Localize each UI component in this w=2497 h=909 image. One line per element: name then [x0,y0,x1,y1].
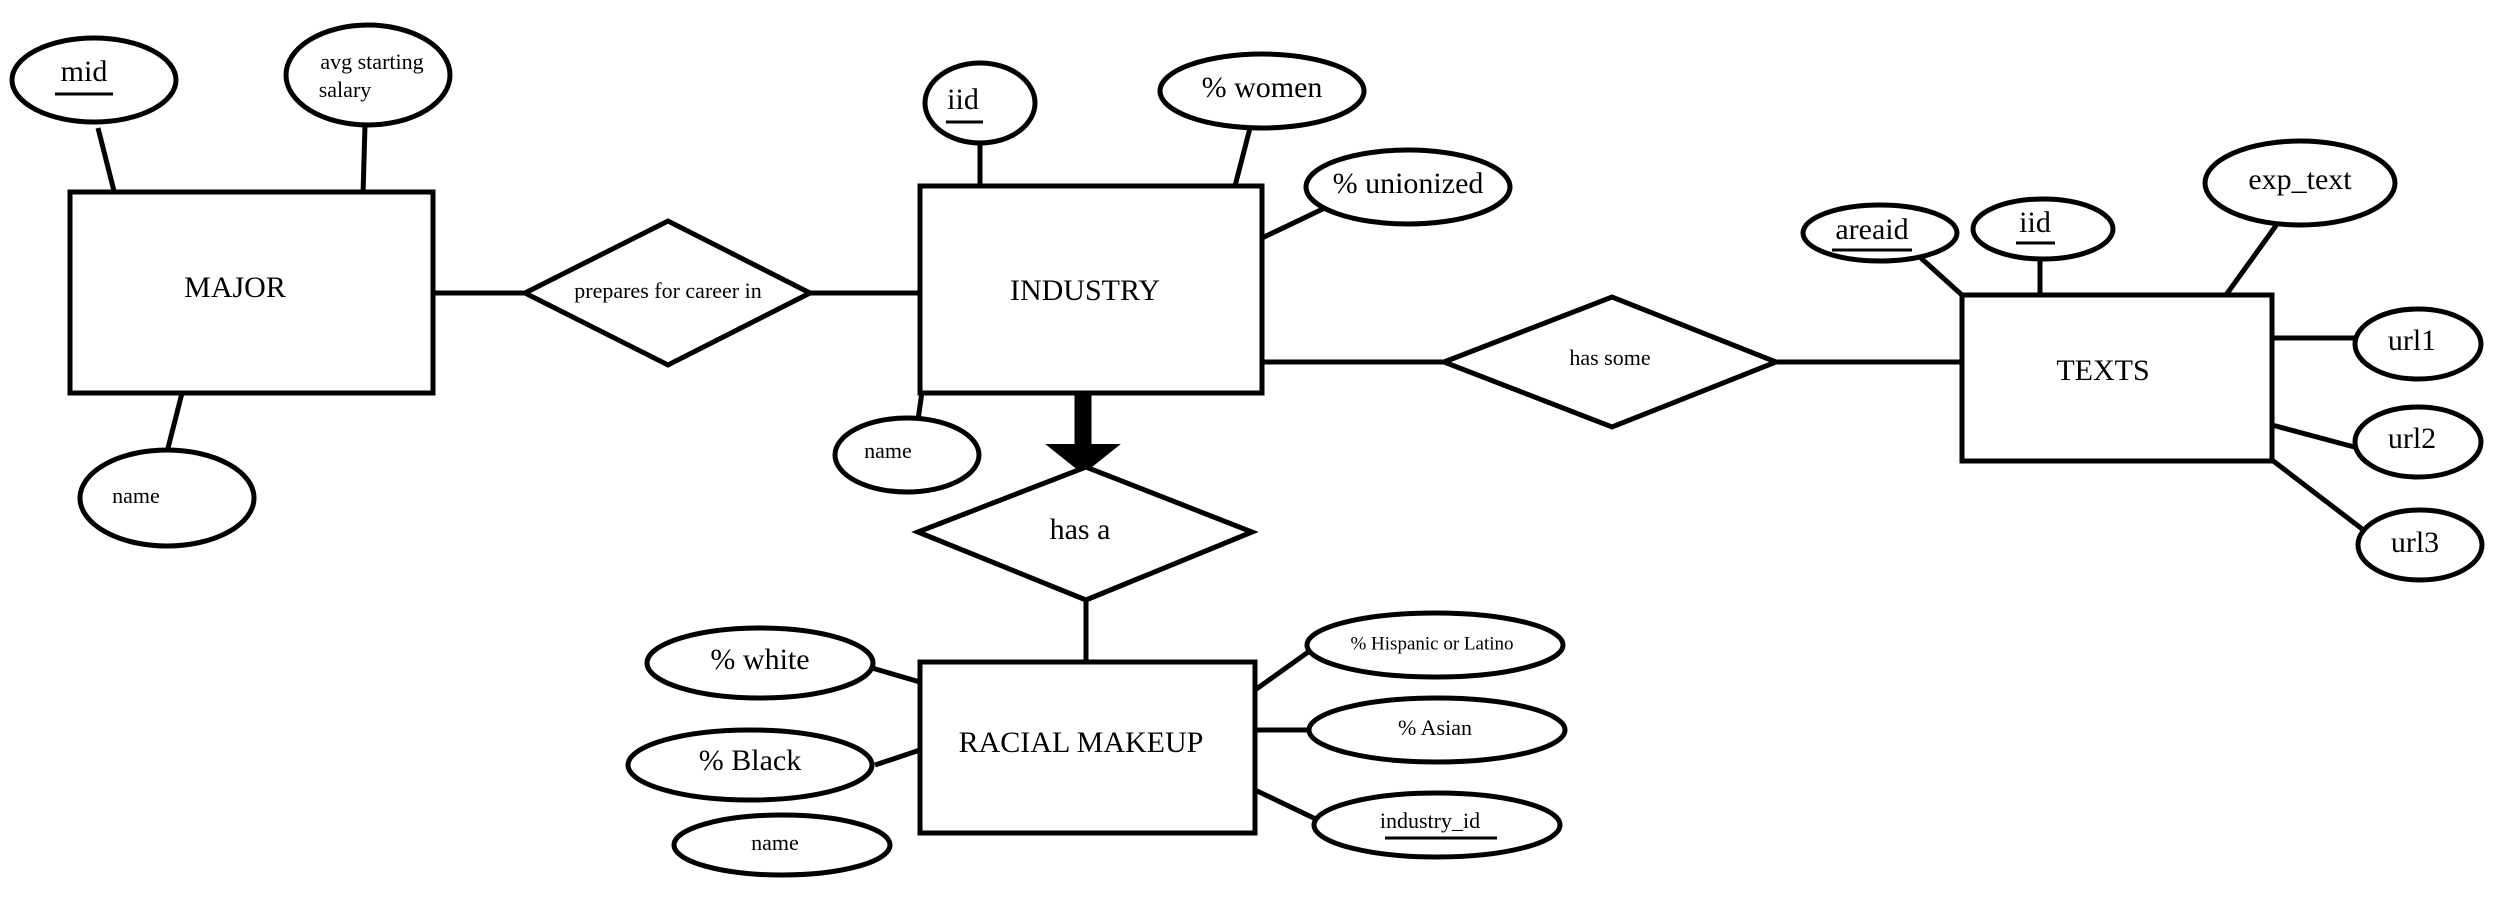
relationship-has-a-diamond [911,464,1259,603]
attr-major-mid: mid [9,35,179,125]
attr-industry-name-label: name [864,438,912,463]
connector-texts-url3 [2270,458,2372,537]
attr-major-name-label: name [112,483,160,508]
entity-industry-box [917,183,1265,396]
attr-racial-white-label: % white [710,643,809,676]
entity-racial-makeup-box [917,659,1258,836]
attr-texts-url2-oval [2352,404,2484,480]
connector-major-name [164,392,185,453]
attr-racial-white-oval [644,625,876,701]
attr-texts-url2-label: url2 [2388,422,2436,455]
attr-texts-areaid: areaid [1800,202,1960,264]
attr-texts-areaid-oval [1800,202,1960,264]
attr-racial-industryid: industry_id [1311,790,1563,860]
attr-major-mid-oval [9,35,179,125]
connector-racial-white [871,665,921,685]
connector-texts-url2 [2271,422,2359,451]
attr-racial-name-label: name [751,830,799,855]
attr-racial-asian-oval [1306,695,1568,765]
relationship-has-a-label: has a [1050,513,1111,546]
attr-industry-unionized-oval [1303,147,1513,227]
attr-texts-url3: url3 [2355,507,2485,583]
attr-racial-black-label: % Black [699,744,801,777]
attr-industry-women-oval [1157,51,1367,131]
attr-racial-black: % Black [625,727,875,803]
attr-industry-women: % women [1157,51,1367,131]
attr-racial-white: % white [644,625,876,701]
attr-racial-industryid-oval [1311,790,1563,860]
attr-racial-name-oval [671,812,893,878]
connector-industry-name [915,391,925,421]
entity-industry-label: INDUSTRY [1010,274,1160,307]
attr-industry-iid: iid [922,60,1038,146]
entity-major-label: MAJOR [184,271,286,304]
attr-texts-areaid-label: areaid [1835,213,1908,246]
attr-industry-iid-oval [922,60,1038,146]
attr-racial-hispanic-oval [1304,610,1566,680]
relationship-prepares-diamond [519,218,816,368]
entity-racial-makeup-label: RACIAL MAKEUP [959,726,1204,759]
attr-texts-url1-oval [2352,306,2484,382]
attr-racial-asian-label: % Asian [1398,715,1472,740]
attr-major-name: name [77,447,257,549]
attr-texts-url3-label: url3 [2391,526,2439,559]
attr-industry-name-oval [832,415,982,495]
entity-texts: TEXTS [1959,292,2275,464]
attr-industry-unionized-label: % unionized [1333,167,1484,200]
attr-racial-name: name [671,812,893,878]
relationship-has-a: has a [911,464,1259,603]
connector-texts-exptext [2223,218,2283,297]
attr-major-salary-label-line2: salary [319,77,372,102]
attr-major-salary-label-line1: avg starting [320,49,423,74]
relationship-prepares-label: prepares for career in [574,278,761,303]
attr-racial-hispanic: % Hispanic or Latino [1304,610,1566,680]
attr-industry-unionized: % unionized [1303,147,1513,227]
attr-major-salary-oval [283,22,453,128]
connector-racial-black [874,747,921,768]
attr-texts-exptext: exp_text [2202,138,2398,228]
entity-texts-label: TEXTS [2056,354,2149,387]
attr-racial-black-oval [625,727,875,803]
attr-texts-exptext-label: exp_text [2248,163,2352,196]
entity-racial-makeup: RACIAL MAKEUP [917,659,1258,836]
relationship-has-some-diamond [1437,294,1783,430]
attr-industry-iid-label: iid [947,83,979,116]
relationship-prepares: prepares for career in [519,218,816,368]
attr-texts-exptext-oval [2202,138,2398,228]
attr-texts-url1: url1 [2352,306,2484,382]
connectors [95,124,2372,825]
attr-racial-hispanic-label: % Hispanic or Latino [1350,633,1513,654]
relationship-has-some: has some [1437,294,1783,430]
attr-texts-iid: iid [1970,196,2116,262]
attr-racial-asian: % Asian [1306,695,1568,765]
attr-texts-url2: url2 [2352,404,2484,480]
attr-major-salary: avg starting salary [283,22,453,128]
attr-racial-industryid-label: industry_id [1380,808,1480,833]
attr-texts-iid-label: iid [2019,206,2051,239]
relationship-has-some-label: has some [1569,345,1650,370]
attr-industry-women-label: % women [1202,71,1323,104]
connector-major-salary [360,124,368,196]
connector-industry-women [1232,127,1253,187]
attr-major-mid-label: mid [61,55,108,88]
attr-major-name-oval [77,447,257,549]
connector-racial-industryid [1253,787,1324,825]
attr-industry-name: name [832,415,982,495]
arrow-head [1045,444,1121,475]
attr-texts-iid-oval [1970,196,2116,262]
connector-major-mid [95,127,118,196]
attr-texts-url1-label: url1 [2388,324,2436,357]
entity-major-box [67,189,436,396]
entity-industry: INDUSTRY [917,183,1265,396]
entity-texts-box [1959,292,2275,464]
attr-texts-url3-oval [2355,507,2485,583]
identifying-arrow [1045,393,1121,475]
entity-major: MAJOR [67,189,436,396]
